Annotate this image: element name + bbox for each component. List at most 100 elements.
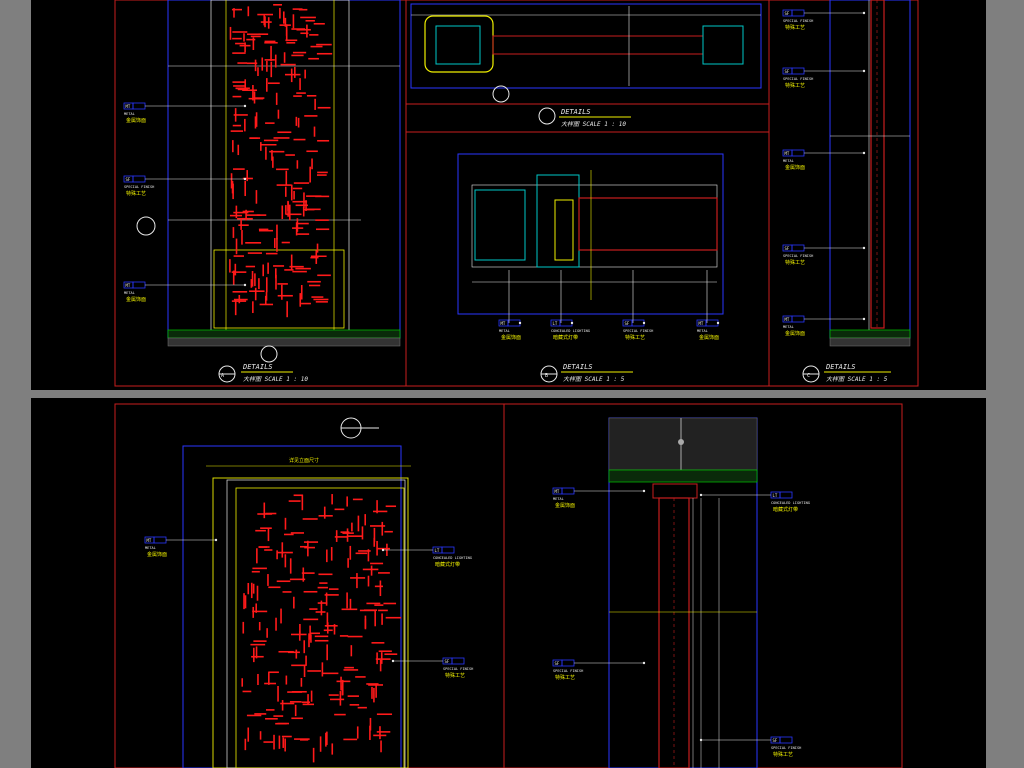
panel-c-scale: 大样图 SCALE 1 : 5 (826, 375, 888, 383)
tag-code: LT (773, 493, 778, 498)
tag-cn-label: 暗藏式灯带 (773, 506, 798, 513)
tag-code: SF (445, 659, 450, 664)
tag-name: SPECIAL FINISH (553, 669, 583, 673)
panel-b-id: B (545, 373, 548, 379)
tag-cn-label: 特殊工艺 (126, 190, 146, 197)
panel-a-id: A (221, 373, 224, 379)
panel-b-section-detail (457, 153, 724, 315)
tag-code: MT (785, 151, 790, 156)
panel-c-id: C (807, 373, 810, 379)
tag-name: METAL (697, 329, 708, 333)
left-elevation-pattern (241, 494, 402, 763)
tag-name: CONCEALED LIGHTING (771, 501, 810, 505)
tag-code: LT (553, 321, 558, 326)
tag-cn-label: 特殊工艺 (625, 334, 645, 341)
tag-name: METAL (145, 546, 156, 550)
tag-name: SPECIAL FINISH (783, 77, 813, 81)
tag-name: METAL (124, 112, 135, 116)
tag-name: METAL (499, 329, 510, 333)
tag-code: SF (785, 11, 790, 16)
tag-code: LT (435, 548, 440, 553)
tag-name: SPECIAL FINISH (783, 19, 813, 23)
tag-name: SPECIAL FINISH (771, 746, 801, 750)
right-section (608, 417, 758, 768)
panel-b-plan-detail: DETAILS 大样图 SCALE 1 : 10 (410, 3, 762, 128)
tag-cn-label: 金属饰面 (147, 551, 167, 558)
tag-cn-label: 特殊工艺 (785, 82, 805, 89)
tag-code: MT (785, 317, 790, 322)
panel-b-scale: 大样图 SCALE 1 : 5 (563, 375, 625, 383)
tag-name: METAL (783, 159, 794, 163)
tag-cn-label: 金属饰面 (785, 164, 805, 171)
tag-code: MT (126, 283, 131, 288)
panel-a-title-block: DETAILS 大样图 SCALE 1 : 10 A (218, 363, 308, 383)
tag-cn-label: 金属饰面 (785, 330, 805, 337)
tag-name: SPECIAL FINISH (783, 254, 813, 258)
tag-cn-label: 特殊工艺 (785, 24, 805, 31)
tag-cn-label: 金属饰面 (555, 502, 575, 509)
tag-name: SPECIAL FINISH (124, 185, 154, 189)
tag-code: MT (501, 321, 506, 326)
tag-name: CONCEALED LIGHTING (551, 329, 590, 333)
tag-name: SPECIAL FINISH (443, 667, 473, 671)
tag-code: SF (785, 246, 790, 251)
tag-code: SF (555, 661, 560, 666)
panel-c-title: DETAILS (825, 363, 856, 371)
tag-cn-label: 特殊工艺 (555, 674, 575, 681)
tag-code: MT (699, 321, 704, 326)
width-dimension-label: 详见立面尺寸 (289, 457, 319, 464)
panel-c-drawing (829, 0, 911, 347)
tag-cn-label: 金属饰面 (126, 117, 146, 124)
panel-b-title-block: DETAILS 大样图 SCALE 1 : 5 B (540, 363, 633, 383)
tag-cn-label: 暗藏式灯带 (553, 334, 578, 341)
left-elevation: 详见立面尺寸 (182, 417, 411, 768)
tag-cn-label: 金属饰面 (126, 296, 146, 303)
tag-cn-label: 特殊工艺 (785, 259, 805, 266)
tag-cn-label: 特殊工艺 (445, 672, 465, 679)
tag-code: MT (126, 104, 131, 109)
tag-code: SF (625, 321, 630, 326)
sheet-frame (114, 403, 903, 768)
panel-c-title-block: DETAILS 大样图 SCALE 1 : 5 C (802, 363, 891, 383)
tag-cn-label: 金属饰面 (699, 334, 719, 341)
tag-code: MT (147, 538, 152, 543)
tag-name: METAL (124, 291, 135, 295)
panel-b-top-title: DETAILS (560, 108, 591, 116)
panel-a-title: DETAILS (242, 363, 273, 371)
tag-code: SF (785, 69, 790, 74)
tag-cn-label: 特殊工艺 (773, 751, 793, 758)
tag-name: SPECIAL FINISH (623, 329, 653, 333)
panel-a-pattern (229, 3, 333, 318)
tag-name: CONCEALED LIGHTING (433, 556, 472, 560)
tag-cn-label: 金属饰面 (501, 334, 521, 341)
tag-code: MT (555, 489, 560, 494)
tag-cn-label: 暗藏式灯带 (435, 561, 460, 568)
panel-b-title: DETAILS (562, 363, 593, 371)
panel-a-drawing (136, 0, 401, 363)
tag-name: METAL (783, 325, 794, 329)
